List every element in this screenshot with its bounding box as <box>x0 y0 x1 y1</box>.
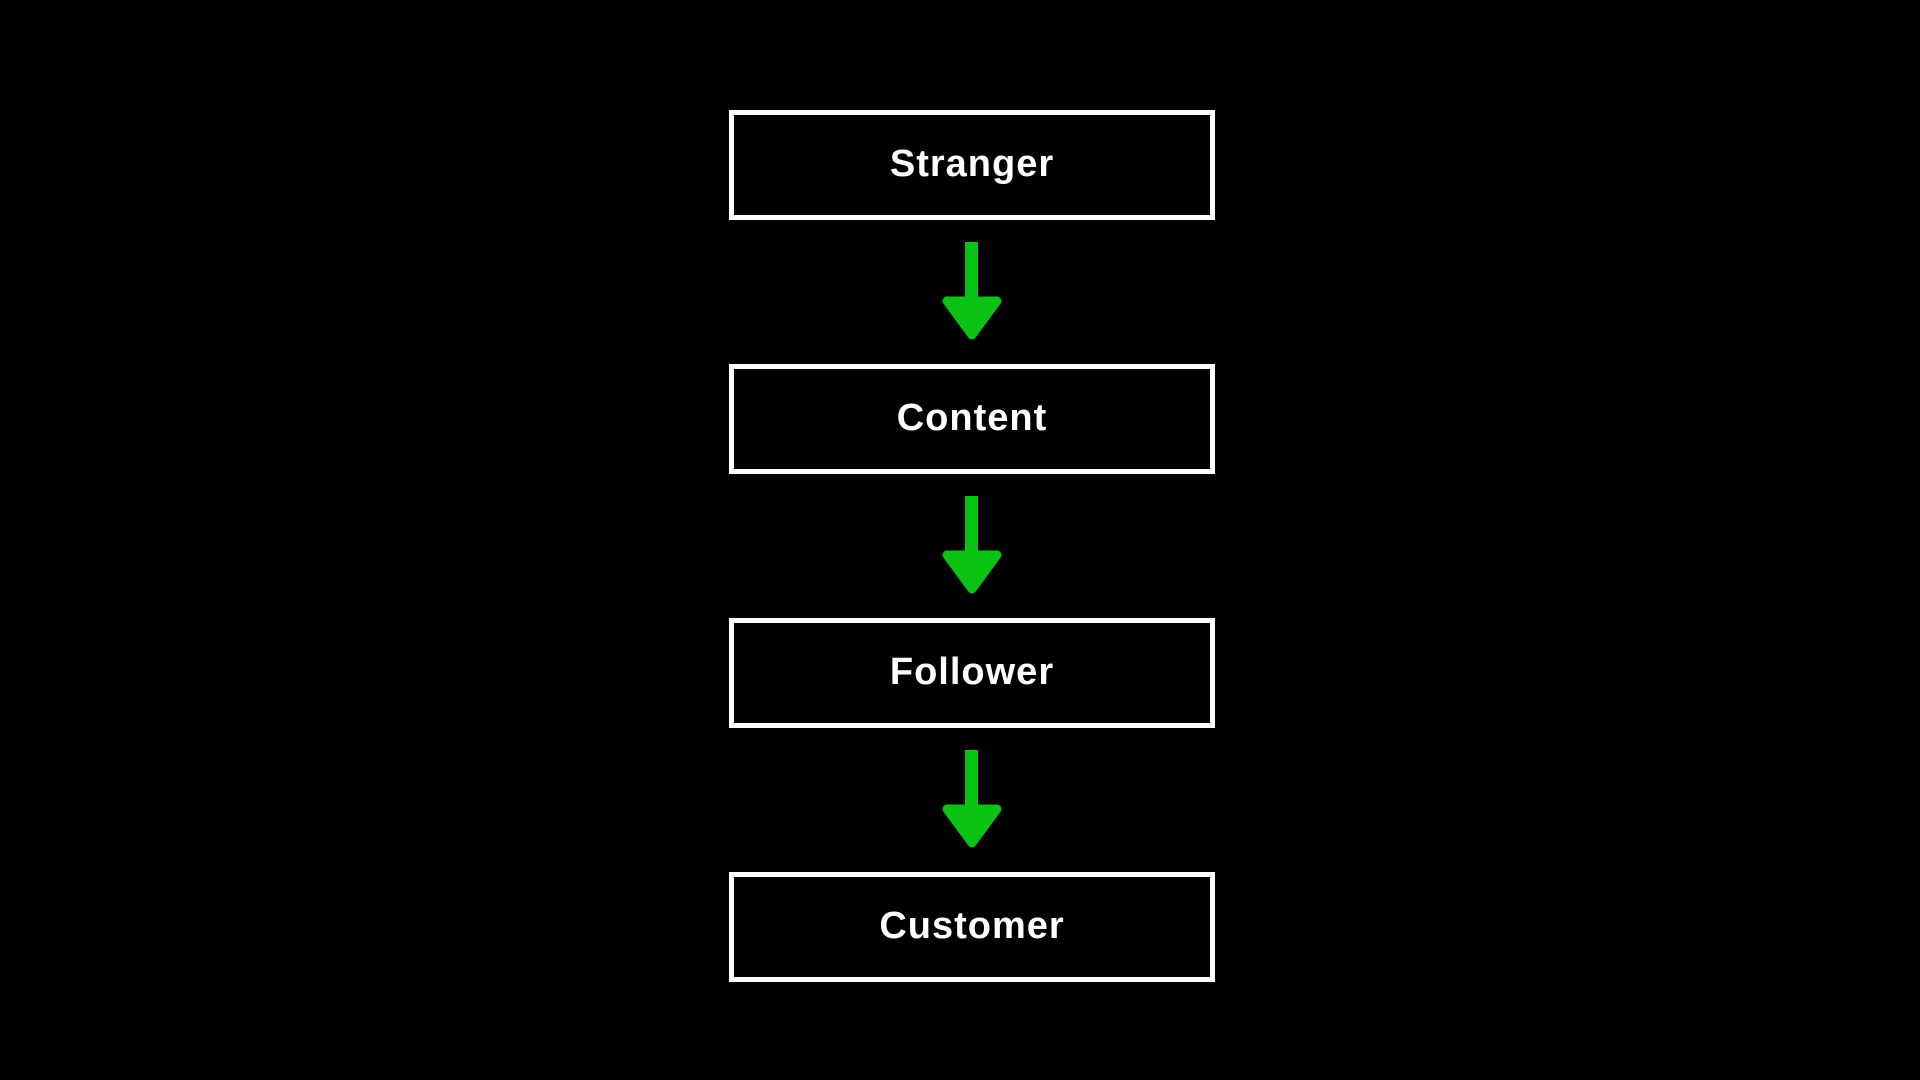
node-content-label: Content <box>896 397 1048 439</box>
funnel-flowchart: Stranger Content Follower <box>729 110 1215 982</box>
node-follower-label: Follower <box>889 651 1055 693</box>
node-stranger: Stranger <box>729 110 1215 220</box>
node-follower: Follower <box>729 618 1215 728</box>
down-arrow-icon <box>942 242 1002 340</box>
node-customer-label: Customer <box>879 905 1065 947</box>
arrow-content-to-follower <box>940 474 1004 618</box>
down-arrow-icon <box>942 496 1002 594</box>
down-arrow-icon <box>942 750 1002 848</box>
node-customer: Customer <box>729 872 1215 982</box>
node-stranger-label: Stranger <box>889 143 1055 185</box>
arrow-follower-to-customer <box>940 728 1004 872</box>
node-content: Content <box>729 364 1215 474</box>
arrow-stranger-to-content <box>940 220 1004 364</box>
